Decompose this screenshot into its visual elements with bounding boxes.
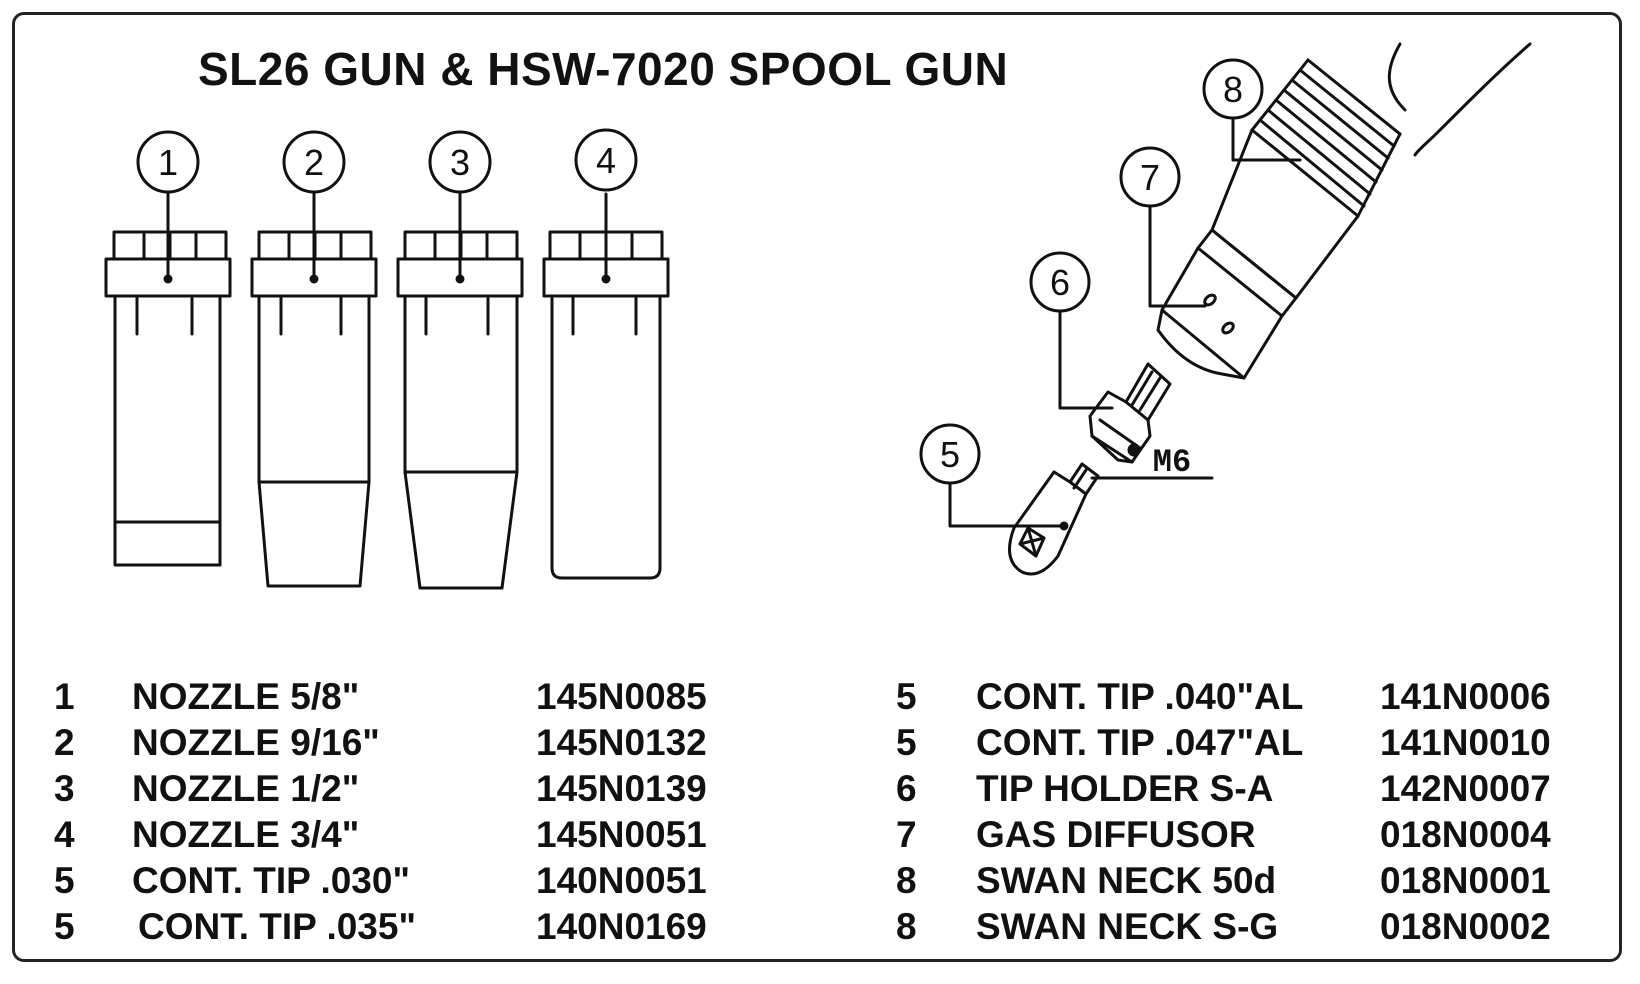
- callout-8-label: 8: [1223, 69, 1243, 110]
- nozzle-4-callout: 4: [574, 128, 638, 192]
- callout-4-label: 4: [596, 140, 616, 181]
- part-code: 145N0051: [536, 814, 707, 855]
- nozzle-3-drawing: [396, 192, 524, 590]
- thread-size-label: M6: [1153, 444, 1191, 481]
- callout-1-label: 1: [158, 142, 178, 183]
- part-description: CONT. TIP .047"AL: [976, 722, 1304, 763]
- part-description: CONT. TIP .040"AL: [976, 676, 1304, 717]
- diagram-frame: [12, 12, 1622, 962]
- parts-row: 5 CONT. TIP .047"AL 141N0010: [896, 722, 1596, 768]
- part-description: CONT. TIP .030": [132, 860, 411, 901]
- diagram-title: SL26 GUN & HSW-7020 SPOOL GUN: [198, 43, 1009, 95]
- part-code: 018N0001: [1380, 860, 1551, 901]
- part-description: NOZZLE 1/2": [132, 768, 360, 809]
- thread-callout: M6: [1090, 444, 1214, 481]
- part-number: 1: [54, 676, 75, 717]
- gas-diffusor-callout: 7: [1119, 146, 1207, 308]
- callout-5-label: 5: [940, 434, 960, 475]
- part-number: 5: [54, 860, 75, 901]
- part-code: 140N0051: [536, 860, 707, 901]
- contact-tip-drawing: [1008, 462, 1100, 576]
- parts-row: 8 SWAN NECK 50d 018N0001: [896, 860, 1596, 906]
- parts-row: 5 CONT. TIP .030" 140N0051: [54, 860, 754, 906]
- part-code: 145N0132: [536, 722, 707, 763]
- nozzle-1-drawing: [104, 192, 232, 567]
- part-number: 5: [896, 722, 917, 763]
- parts-row: 5 CONT. TIP .035" 140N0169: [54, 906, 754, 952]
- gas-diffusor-drawing: [1156, 228, 1298, 380]
- nozzle-1-callout: 1: [136, 130, 200, 194]
- part-description: NOZZLE 5/8": [132, 676, 360, 717]
- callout-7-label: 7: [1140, 157, 1160, 198]
- part-number: 4: [54, 814, 75, 855]
- parts-row: 1 NOZZLE 5/8" 145N0085: [54, 676, 754, 722]
- swan-neck-drawing: [1210, 42, 1532, 300]
- part-code: 142N0007: [1380, 768, 1551, 809]
- parts-row: 8 SWAN NECK S-G 018N0002: [896, 906, 1596, 952]
- part-number: 8: [896, 906, 917, 947]
- callout-3-label: 3: [450, 142, 470, 183]
- part-code: 145N0085: [536, 676, 707, 717]
- nozzle-2-drawing: [250, 192, 378, 588]
- nozzle-2-callout: 2: [282, 130, 346, 194]
- part-number: 3: [54, 768, 75, 809]
- tip-holder-drawing: [1088, 362, 1172, 464]
- callout-2-label: 2: [304, 142, 324, 183]
- part-description: NOZZLE 3/4": [132, 814, 360, 855]
- part-description: SWAN NECK 50d: [976, 860, 1277, 901]
- part-code: 140N0169: [536, 906, 707, 947]
- tip-holder-callout: 6: [1029, 251, 1114, 410]
- parts-row: 6 TIP HOLDER S-A 142N0007: [896, 768, 1596, 814]
- part-number: 2: [54, 722, 75, 763]
- part-number: 5: [54, 906, 75, 947]
- part-code: 018N0004: [1380, 814, 1551, 855]
- swan-neck-thread: [1250, 58, 1402, 218]
- callout-6-label: 6: [1050, 262, 1070, 303]
- nozzle-4-drawing: [542, 192, 670, 580]
- parts-row: 7 GAS DIFFUSOR 018N0004: [896, 814, 1596, 860]
- part-code: 141N0010: [1380, 722, 1551, 763]
- part-code: 018N0002: [1380, 906, 1551, 947]
- contact-tip-callout: 5: [919, 423, 1064, 528]
- part-description: TIP HOLDER S-A: [976, 768, 1274, 809]
- part-code: 145N0139: [536, 768, 707, 809]
- swan-neck-callout: 8: [1202, 58, 1302, 162]
- part-number: 5: [896, 676, 917, 717]
- part-code: 141N0006: [1380, 676, 1551, 717]
- parts-row: 5 CONT. TIP .040"AL 141N0006: [896, 676, 1596, 722]
- parts-row: 4 NOZZLE 3/4" 145N0051: [54, 814, 754, 860]
- parts-row: 3 NOZZLE 1/2" 145N0139: [54, 768, 754, 814]
- part-description: SWAN NECK S-G: [976, 906, 1279, 947]
- part-number: 8: [896, 860, 917, 901]
- parts-row: 2 NOZZLE 9/16" 145N0132: [54, 722, 754, 768]
- part-description: CONT. TIP .035": [138, 906, 417, 947]
- part-number: 7: [896, 814, 917, 855]
- part-description: GAS DIFFUSOR: [976, 814, 1256, 855]
- nozzle-3-callout: 3: [428, 130, 492, 194]
- part-number: 6: [896, 768, 917, 809]
- part-description: NOZZLE 9/16": [132, 722, 380, 763]
